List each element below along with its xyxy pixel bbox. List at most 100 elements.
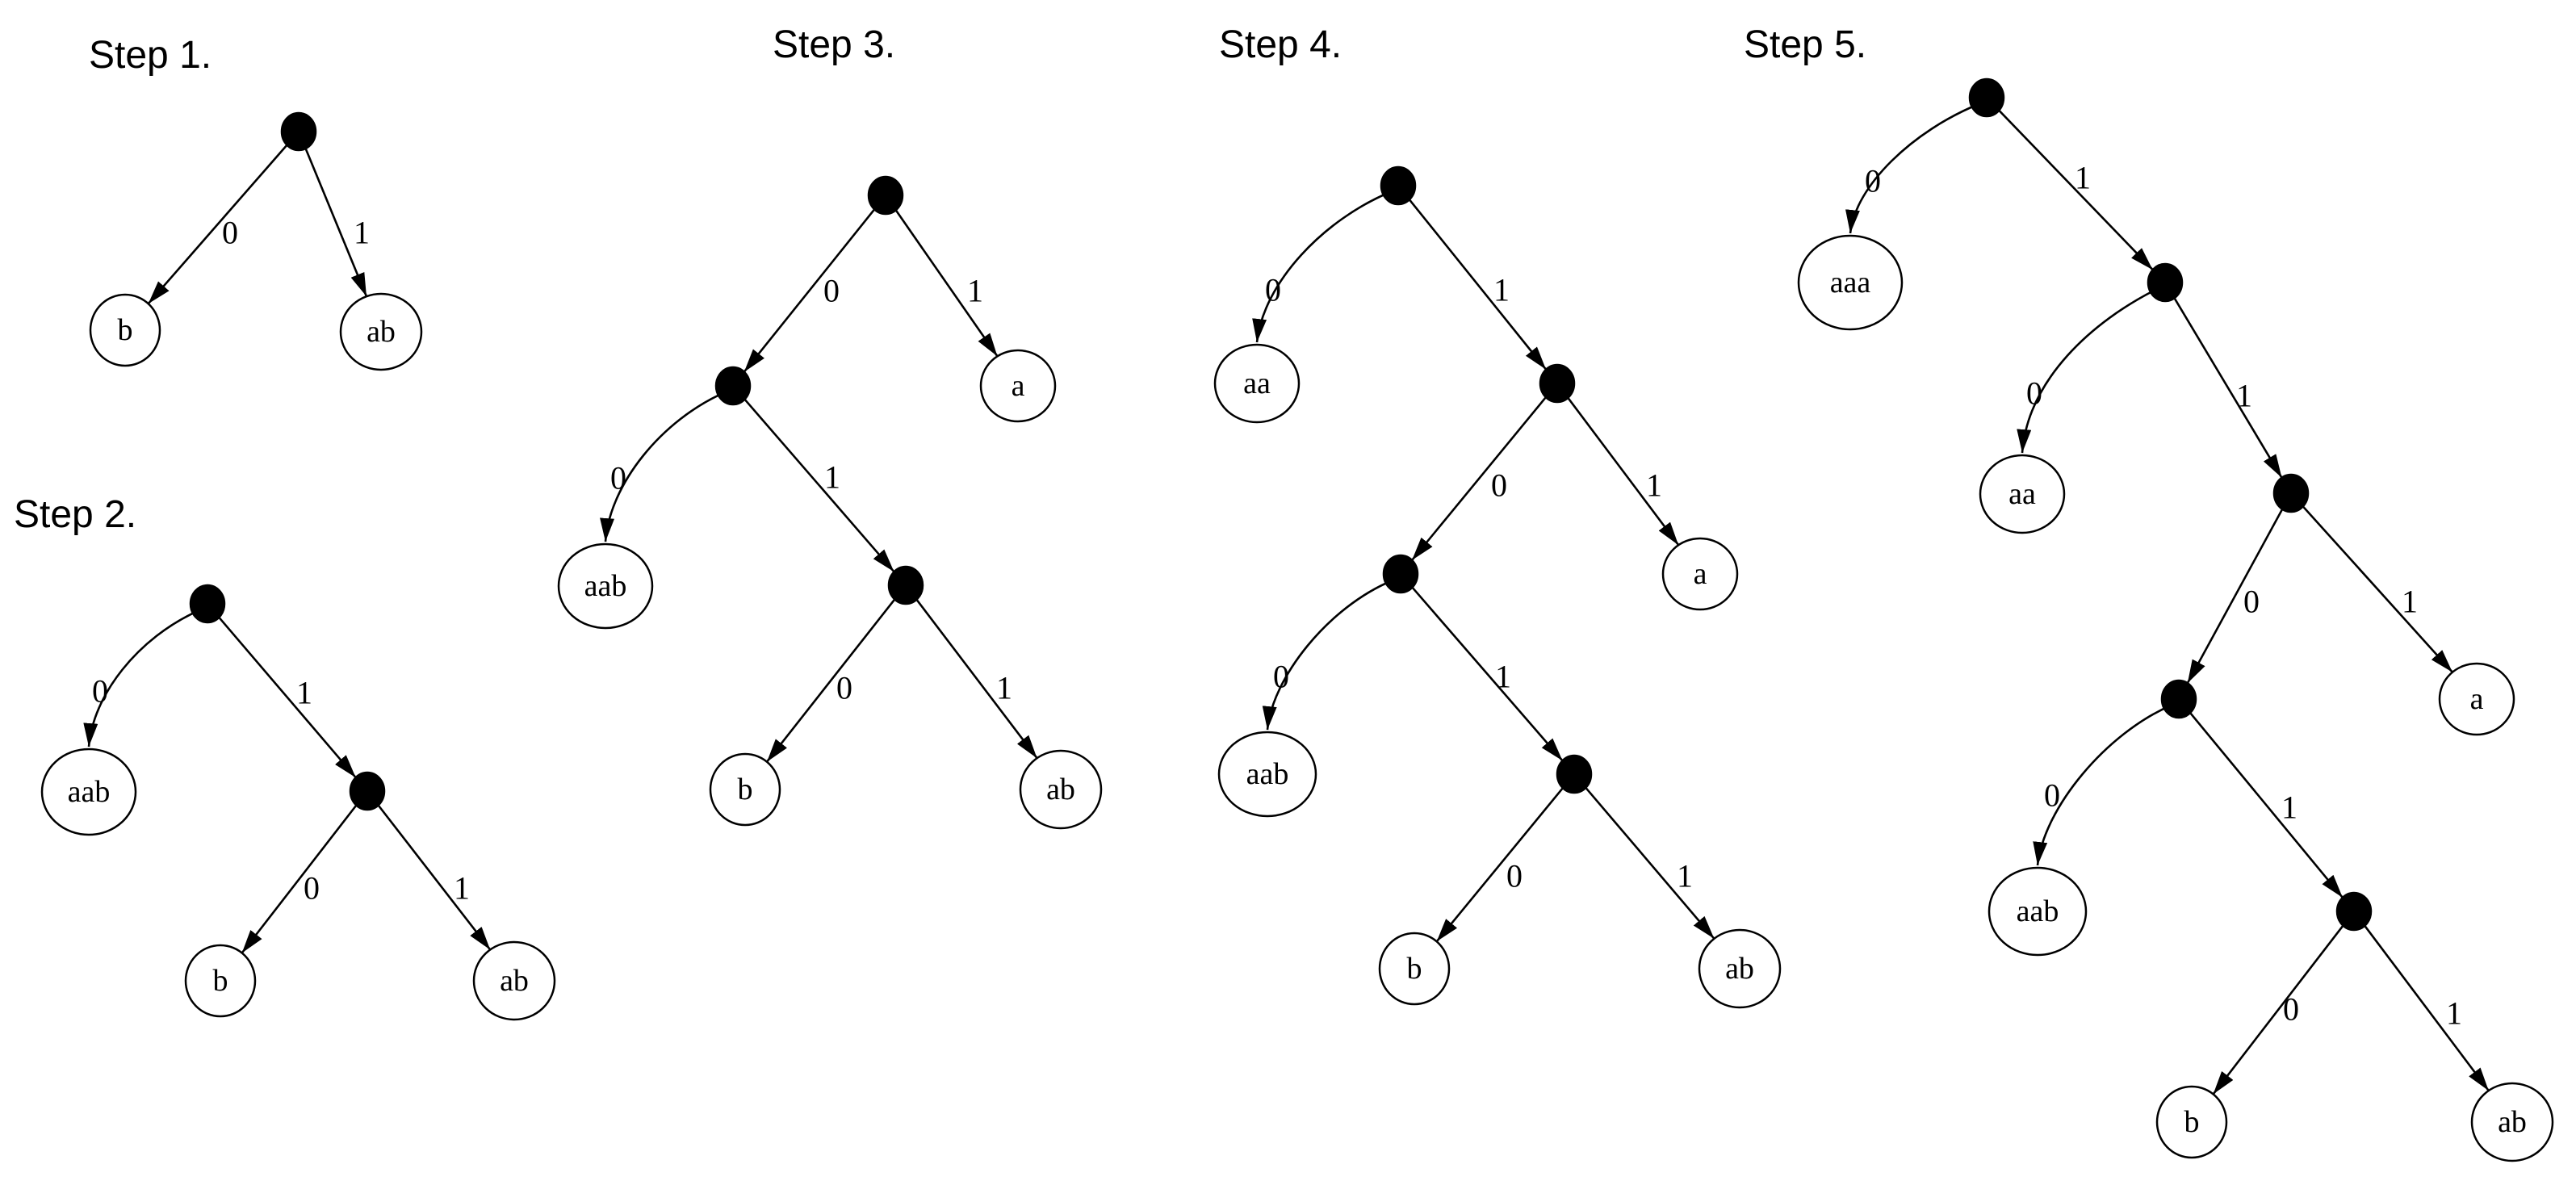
edge-i1-to-b bbox=[241, 804, 358, 954]
edge-i2-to-i3 bbox=[1411, 586, 1564, 762]
internal-node bbox=[280, 111, 317, 152]
leaf-label: aab bbox=[584, 569, 627, 603]
leaf-node-b bbox=[1378, 932, 1451, 1006]
edge-label: 0 bbox=[610, 460, 626, 496]
edge-label: 0 bbox=[2243, 584, 2260, 620]
leaf-node-aab bbox=[1217, 731, 1317, 818]
leaf-node-ab bbox=[2470, 1082, 2554, 1162]
edge-label: 0 bbox=[222, 215, 238, 251]
edge-label: 1 bbox=[996, 670, 1012, 706]
leaf-node-b bbox=[184, 944, 257, 1018]
edge-i3-to-ab bbox=[1585, 786, 1715, 940]
step-label: Step 1. bbox=[89, 34, 212, 77]
internal-node bbox=[2335, 891, 2373, 932]
edge-label: 1 bbox=[2402, 584, 2418, 620]
edge-r-to-i1 bbox=[218, 616, 357, 779]
edge-i2-to-ab bbox=[915, 598, 1038, 759]
edge-i4-to-b bbox=[2212, 924, 2344, 1095]
leaf-label: ab bbox=[2498, 1105, 2527, 1139]
leaf-node-ab bbox=[1019, 749, 1103, 830]
edge-label: 1 bbox=[354, 215, 370, 251]
internal-node bbox=[887, 565, 924, 605]
leaf-node-ab bbox=[1698, 928, 1782, 1009]
edge-i2-to-b bbox=[765, 598, 896, 763]
internal-node bbox=[867, 175, 904, 216]
internal-node bbox=[1380, 165, 1417, 206]
edge-label: 0 bbox=[1506, 858, 1523, 894]
edge-i1-to-aab bbox=[600, 391, 726, 542]
leaf-label: b bbox=[1407, 952, 1422, 986]
leaf-label: b bbox=[2184, 1105, 2200, 1139]
leaf-node-aaa bbox=[1797, 234, 1904, 331]
edge-label: 1 bbox=[1495, 659, 1511, 695]
leaf-node-ab bbox=[339, 292, 423, 371]
leaf-label: ab bbox=[1725, 952, 1754, 986]
edge-label: 0 bbox=[1273, 659, 1289, 695]
leaf-label: b bbox=[213, 964, 228, 998]
edge-label: 0 bbox=[1865, 163, 1881, 199]
leaf-label: aab bbox=[1246, 757, 1289, 791]
edge-label: 1 bbox=[2446, 995, 2462, 1032]
leaf-node-aab bbox=[40, 748, 137, 836]
internal-node bbox=[1556, 754, 1593, 794]
step-label: Step 2. bbox=[14, 493, 136, 536]
edge-r-to-aab bbox=[83, 609, 200, 748]
internal-node bbox=[349, 771, 386, 811]
leaf-node-b bbox=[709, 752, 781, 827]
leaf-label: aab bbox=[2017, 894, 2059, 928]
edge-label: 0 bbox=[92, 673, 108, 710]
leaf-label: aab bbox=[68, 775, 111, 809]
edge-i3-to-aab bbox=[2033, 704, 2172, 866]
edge-label: 1 bbox=[2236, 378, 2252, 414]
edge-i1-to-ab bbox=[377, 804, 492, 951]
edge-label: 0 bbox=[2283, 991, 2299, 1028]
internal-node bbox=[1968, 77, 2005, 118]
leaf-node-aab bbox=[557, 542, 654, 630]
leaf-node-a bbox=[2438, 662, 2515, 736]
leaf-node-b bbox=[89, 293, 161, 367]
edge-label: 1 bbox=[454, 870, 470, 907]
edge-i1-to-i2 bbox=[743, 398, 895, 573]
leaf-label: ab bbox=[500, 964, 529, 998]
edge-i3-to-b bbox=[1435, 787, 1564, 943]
leaf-node-aa bbox=[1213, 343, 1301, 424]
internal-node bbox=[714, 366, 752, 406]
edge-label: 1 bbox=[1677, 858, 1693, 894]
edge-label: 0 bbox=[2044, 777, 2060, 814]
edge-r-to-ab bbox=[304, 148, 368, 297]
leaf-label: b bbox=[118, 313, 133, 347]
leaf-node-ab bbox=[472, 940, 556, 1021]
edge-label: 1 bbox=[1493, 272, 1510, 308]
edge-label: 1 bbox=[1646, 467, 1662, 504]
edge-label: 0 bbox=[304, 870, 320, 907]
leaf-label: aa bbox=[2008, 477, 2036, 511]
leaf-node-a bbox=[1661, 537, 1739, 611]
edge-label: 1 bbox=[296, 675, 312, 711]
edge-i4-to-ab bbox=[2364, 925, 2490, 1091]
step-2-tree: 0 1 0 1 aab b ab Step 2. bbox=[14, 493, 556, 1021]
edge-label: 0 bbox=[1265, 272, 1281, 308]
leaf-label: aa bbox=[1243, 366, 1271, 400]
edge-label: 1 bbox=[967, 273, 983, 309]
edge-label: 0 bbox=[1491, 467, 1507, 504]
internal-node bbox=[189, 584, 226, 624]
internal-node bbox=[2272, 473, 2310, 513]
leaf-label: a bbox=[1012, 369, 1025, 403]
edge-r-to-aaa bbox=[1845, 103, 1979, 234]
edge-label: 1 bbox=[2281, 789, 2297, 826]
leaf-node-b bbox=[2155, 1085, 2228, 1159]
internal-node bbox=[2160, 679, 2197, 719]
edge-label: 1 bbox=[2075, 160, 2091, 196]
edge-r-to-i1 bbox=[743, 208, 876, 373]
leaf-label: a bbox=[2470, 682, 2484, 716]
edge-label: 0 bbox=[823, 273, 840, 309]
edge-i3-to-i4 bbox=[2189, 712, 2344, 898]
edge-label: 1 bbox=[824, 459, 840, 496]
leaf-node-aab bbox=[1987, 866, 2088, 957]
edge-i2-to-aab bbox=[1262, 579, 1393, 731]
edge-r-to-a bbox=[894, 209, 999, 358]
